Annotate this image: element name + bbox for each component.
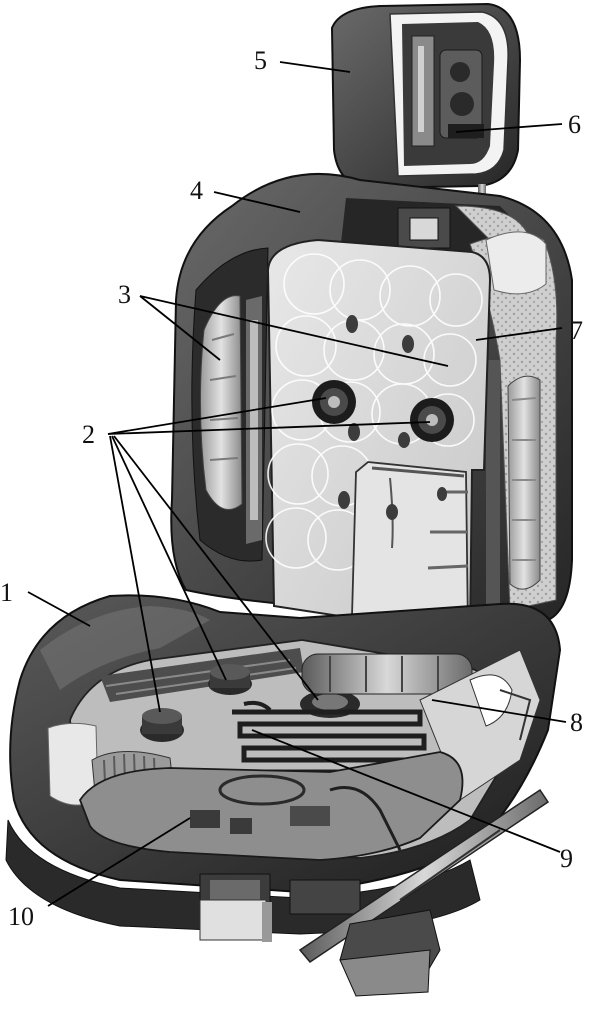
leader-line-6 [455,123,563,133]
headrest [330,2,522,216]
headrest-speaker-internals [411,35,484,147]
callout-8: 8 [570,708,583,737]
seat-base [5,819,481,942]
left-side-airbag [199,295,243,511]
callout-10: 10 [8,902,34,931]
leader-line-9 [251,729,561,853]
leader-line-2c [109,435,161,713]
back-ventilation-panel [265,238,492,638]
backrest-fan-left [312,380,356,424]
leader-line-4 [213,191,301,213]
leader-line-2d [111,435,227,681]
cushion-fan-2 [208,664,252,695]
leader-line-10 [47,817,191,907]
leader-line-3a [139,295,221,361]
callout-3: 3 [118,280,131,309]
seat-frame-base [78,751,464,861]
callout-9: 9 [560,844,573,873]
callout-4: 4 [190,176,203,205]
callout-7: 7 [570,316,583,345]
seat-rail [298,788,550,997]
callout-1: 1 [0,578,13,607]
leader-line-2b [107,421,431,435]
cushion-fan-1 [140,708,184,742]
leader-line-5 [279,61,351,73]
leader-line-7 [475,327,563,341]
callout-5: 5 [254,46,267,75]
right-side-airbag [507,375,541,590]
leader-lines [27,61,567,907]
backrest-fan-right [410,398,454,442]
callout-6: 6 [568,110,581,139]
leader-line-1 [27,591,91,627]
leader-line-3b [139,295,449,367]
leader-line-2e [113,435,319,701]
leader-line-2a [107,397,327,435]
callout-2: 2 [82,420,95,449]
leader-line-8 [431,699,567,723]
